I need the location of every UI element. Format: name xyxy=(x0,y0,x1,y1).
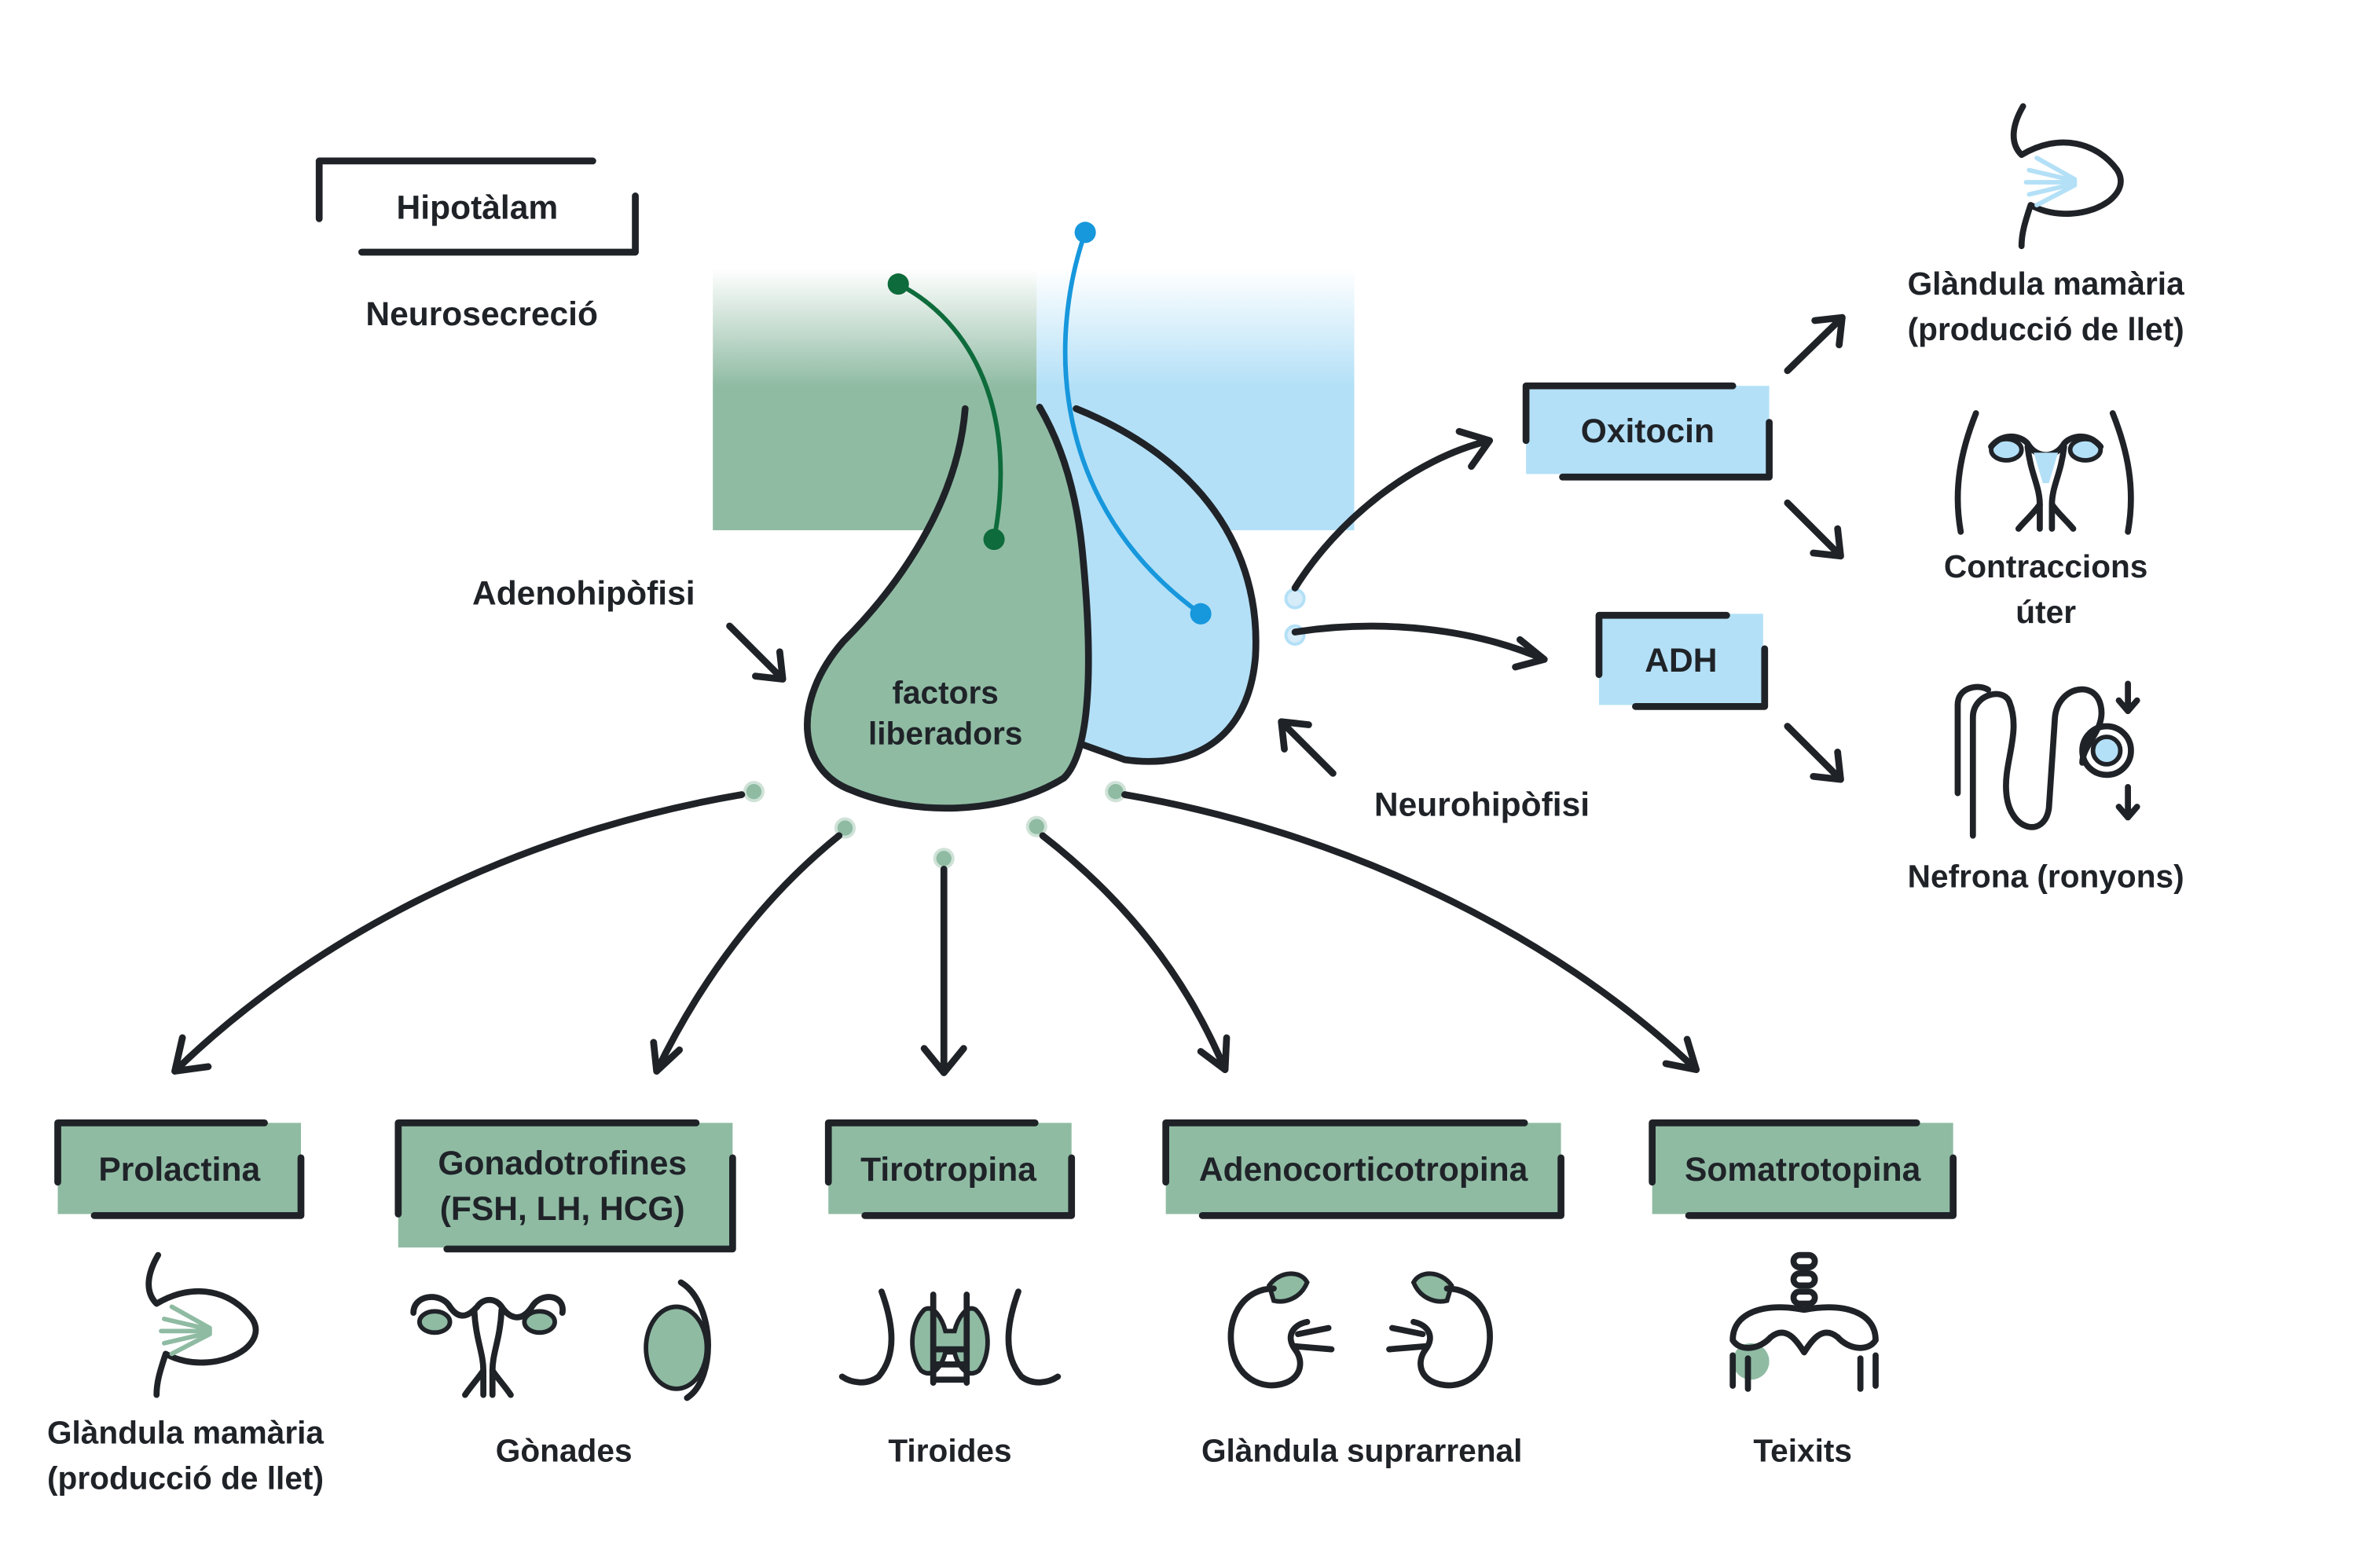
target-gonads: Gònades xyxy=(496,1433,633,1469)
target-adrenal: Glàndula suprarrenal xyxy=(1201,1433,1522,1469)
arrow-to-oxytocin xyxy=(1291,427,1494,592)
adenohypophysis-pointer xyxy=(726,622,787,683)
hypothalamus-label-box: Hipotàlam xyxy=(315,157,639,256)
uterus-target-line2: úter xyxy=(2015,594,2076,630)
neurosecretion-label: Neurosecreció xyxy=(365,295,598,333)
adenohypophysis-lobe xyxy=(807,407,1089,808)
green-neuron-body xyxy=(887,273,909,295)
anterior-release-dots xyxy=(743,781,1127,870)
breast-icon xyxy=(2010,103,2124,250)
hypothalamus-label: Hipotàlam xyxy=(397,189,559,226)
oxytocin-release-dot xyxy=(1284,588,1306,610)
mammary-target-line1: Glàndula mamària xyxy=(1908,266,2184,302)
neurohypophysis-label: Neurohipòfisi xyxy=(1374,786,1590,824)
release-dot-thyrotropin xyxy=(933,848,955,870)
green-neuron-axon xyxy=(897,282,1003,540)
corticotropin-box: Adenocorticotropina xyxy=(1162,1119,1564,1219)
arrow-to-prolactin xyxy=(171,791,746,1075)
release-dot-somatotropin xyxy=(1105,781,1127,803)
adh-box: ADH xyxy=(1595,611,1769,710)
pelvis-tissue-icon xyxy=(1729,1251,1879,1392)
blue-neuron-terminal xyxy=(1190,603,1212,625)
arrow-to-corticotropin xyxy=(1039,832,1231,1074)
gonadotrophins-label-line1: Gonadotrofines xyxy=(438,1145,687,1182)
uterus-icon xyxy=(1954,410,2134,535)
somatotropin-box: Somatrotopina xyxy=(1649,1119,1957,1219)
adh-label: ADH xyxy=(1645,642,1717,680)
adrenal-gland-icon xyxy=(1227,1271,1493,1389)
releasing-factors-line2: liberadors xyxy=(868,716,1022,752)
gonadotrophins-label-line2: (FSH, LH, HCG) xyxy=(440,1190,685,1228)
breast-icon xyxy=(145,1251,259,1398)
arrow-to-gonadotrophins xyxy=(650,832,843,1075)
thyrotropin-label: Tirotropina xyxy=(860,1151,1036,1189)
arrow-to-thyrotropin xyxy=(920,865,967,1076)
adenohypophysis-label: Adenohipòfisi xyxy=(472,575,695,613)
blue-neuron-body xyxy=(1074,222,1096,244)
releasing-factors-line1: factors xyxy=(892,674,998,710)
gonadotrophins-box: Gonadotrofines (FSH, LH, HCG) xyxy=(394,1119,736,1253)
blue-neuron-axon xyxy=(1062,231,1202,616)
thyrotropin-box: Tirotropina xyxy=(824,1119,1076,1219)
arrow-to-uterus xyxy=(1784,499,1844,560)
target-mammary-line2: (producció de llet) xyxy=(47,1460,324,1497)
nephron-target-label: Nefrona (ronyons) xyxy=(1908,859,2184,895)
thyroid-icon xyxy=(838,1288,1062,1387)
arrow-to-mammary xyxy=(1784,313,1846,375)
target-tissues: Teixits xyxy=(1753,1433,1852,1469)
release-dot-corticotropin xyxy=(1025,815,1047,837)
target-thyroid: Tiroides xyxy=(888,1433,1011,1469)
arrow-to-nephron xyxy=(1784,723,1844,783)
gonads-icon xyxy=(410,1279,711,1401)
neurohypophysis-pointer xyxy=(1278,718,1337,777)
prolactin-box: Prolactina xyxy=(54,1119,305,1219)
somatotropin-label: Somatrotopina xyxy=(1685,1151,1921,1189)
nephron-icon xyxy=(1954,680,2140,839)
corticotropin-label: Adenocorticotropina xyxy=(1199,1151,1528,1189)
mammary-target-line2: (producció de llet) xyxy=(1908,311,2184,347)
oxytocin-box: Oxitocin xyxy=(1522,382,1773,481)
release-dot-prolactin xyxy=(743,781,765,803)
green-neuron-terminal xyxy=(983,529,1005,551)
arrow-to-adh xyxy=(1291,622,1548,671)
target-mammary-line1: Glàndula mamària xyxy=(47,1415,324,1451)
uterus-target-line1: Contraccions xyxy=(1944,548,2148,584)
prolactin-label: Prolactina xyxy=(98,1151,260,1189)
oxytocin-label: Oxitocin xyxy=(1581,412,1715,450)
arrow-to-somatotropin xyxy=(1121,791,1700,1074)
